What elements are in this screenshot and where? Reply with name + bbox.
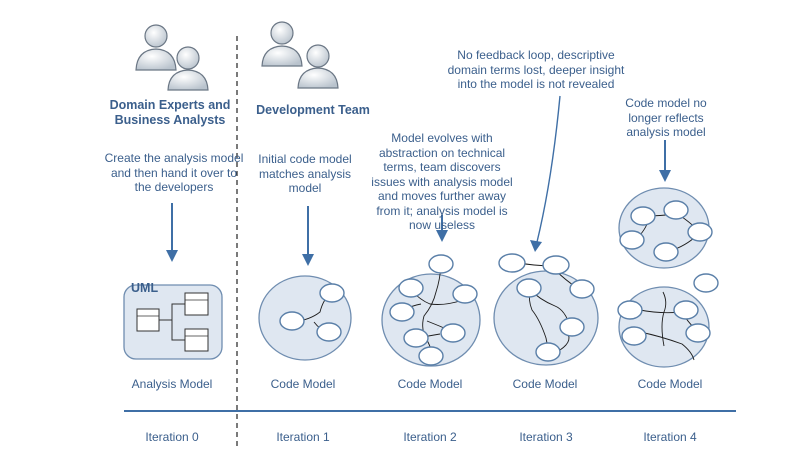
people-icon xyxy=(135,24,209,91)
iteration-label-2: Iteration 2 xyxy=(403,430,457,444)
model-label-iteration0: Analysis Model xyxy=(131,377,213,391)
role-analysts: Domain Experts and Business Analysts xyxy=(109,98,231,127)
code-model-iteration4-bottom xyxy=(617,273,719,368)
arrow-iteration0 xyxy=(166,203,178,262)
code-model-iteration4-top xyxy=(618,187,713,269)
model-label-iteration3: Code Model xyxy=(512,377,578,391)
note-iteration4: Code model no longer reflects analysis m… xyxy=(625,96,707,139)
people-icon xyxy=(261,21,339,89)
callout-iteration3 xyxy=(530,95,561,252)
arrow-iteration2 xyxy=(436,215,448,242)
iteration-label-0: Iteration 0 xyxy=(145,430,199,444)
uml-diagram xyxy=(123,284,223,360)
model-label-iteration4: Code Model xyxy=(637,377,703,391)
code-model-iteration3 xyxy=(493,253,599,366)
role-developers: Development Team xyxy=(256,103,370,117)
note-iteration2: Model evolves with abstraction on techni… xyxy=(371,131,513,232)
iteration-label-1: Iteration 1 xyxy=(276,430,330,444)
code-model-iteration2 xyxy=(381,254,481,367)
note-iteration3: No feedback loop, descriptive domain ter… xyxy=(447,48,625,91)
note-iteration0: Create the analysis model and then hand … xyxy=(104,151,244,194)
arrow-iteration4 xyxy=(659,140,671,182)
model-label-iteration2: Code Model xyxy=(397,377,463,391)
note-iteration1: Initial code model matches analysis mode… xyxy=(258,152,352,195)
model-label-iteration1: Code Model xyxy=(270,377,336,391)
iteration-label-3: Iteration 3 xyxy=(519,430,573,444)
arrow-iteration1 xyxy=(302,206,314,266)
iteration-label-4: Iteration 4 xyxy=(643,430,697,444)
uml-label: UML xyxy=(131,281,159,295)
code-model-iteration1 xyxy=(258,275,352,361)
